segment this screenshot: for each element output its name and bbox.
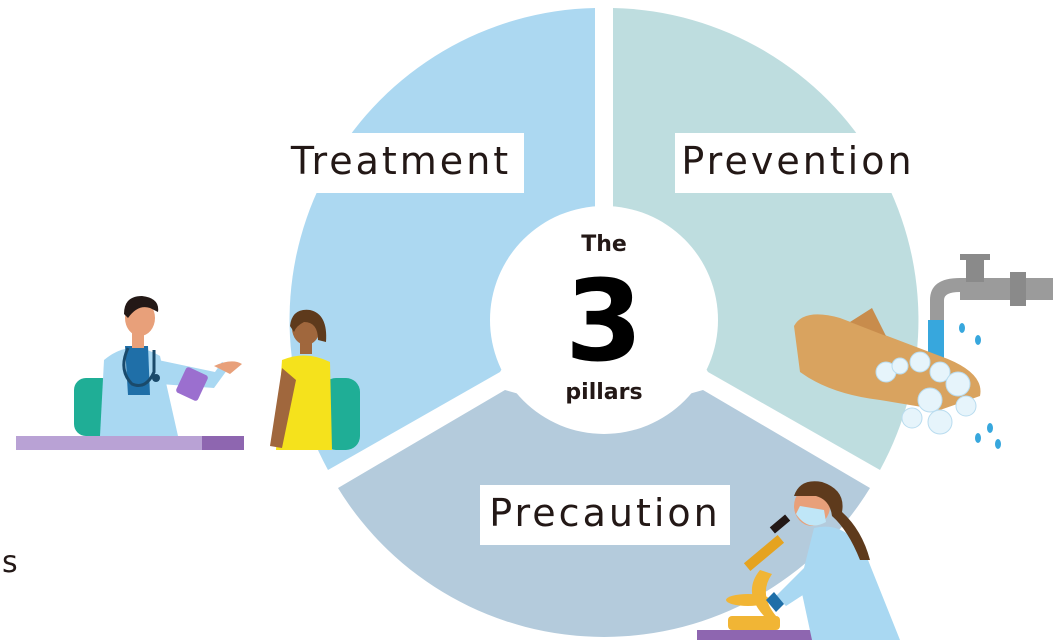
label-prevention-group: Prevention [675,133,921,193]
faucet-spout [930,278,960,320]
label-prevention: Prevention [681,139,914,183]
lab-bench [697,630,865,640]
doctor-shirt [125,346,150,395]
microscope-stage [726,594,770,606]
faucet-valve [966,258,984,282]
center-hub: The 3 pillars [490,206,718,434]
segment-treatment [289,8,595,470]
doctor-hair [124,296,159,318]
researcher-arm [776,560,826,606]
stethoscope-chestpiece [152,374,160,382]
stethoscope [122,347,156,387]
patient-arm [270,368,296,448]
researcher-glove [766,592,784,612]
label-prevention-bg [675,133,921,193]
faucet-pipe [960,278,1053,300]
center-number: 3 [565,257,643,387]
label-precaution: Precaution [489,491,720,535]
microscope-eyepiece [769,514,791,534]
doctor-consultation-illustration [16,296,360,450]
faucet-connector [1010,272,1026,306]
water-droplets [959,323,1001,449]
label-precaution-group: Precaution [480,485,730,545]
label-treatment-bg [278,133,524,193]
patient-hair [290,309,327,342]
researcher-illustration [697,481,900,640]
researcher-coat [800,526,900,640]
researcher-hair [794,481,870,560]
label-treatment: Treatment [290,139,511,183]
center-circle [490,206,718,434]
center-top-text: The [581,232,627,257]
label-treatment-group: Treatment [278,133,524,193]
doctor-hand [214,361,242,374]
faucet-handle [960,254,990,260]
label-precaution-bg [480,485,730,545]
desk-edge [202,436,244,450]
researcher-mask [796,506,826,526]
hand-fingers [850,308,886,336]
handwashing-illustration [794,254,1053,449]
microscope-tube [743,535,785,571]
center-bottom-text: pillars [565,380,642,405]
desk-top [16,436,244,450]
clipboard [176,367,208,401]
side-text-fragment: s [2,545,18,580]
microscope-base [728,616,780,630]
soap-bubbles [875,351,977,435]
